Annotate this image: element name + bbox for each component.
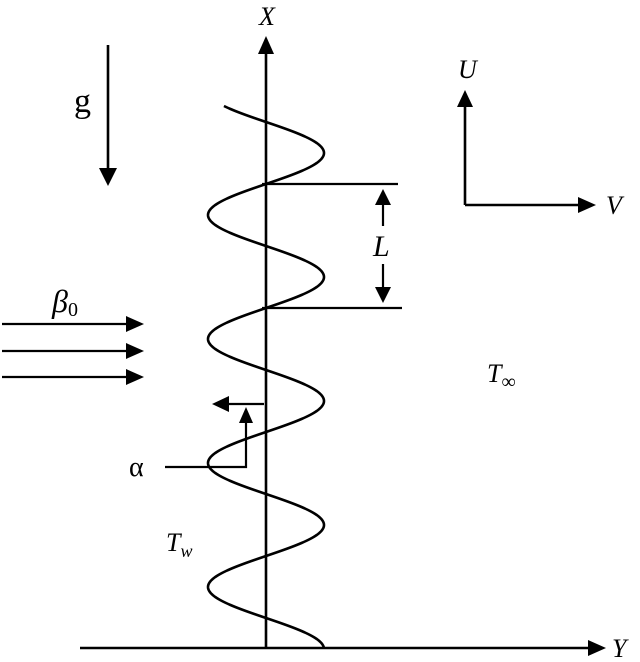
- x-axis-label: X: [258, 2, 276, 31]
- magnetic-field-arrowhead-1: [126, 316, 144, 332]
- v-velocity-arrowhead: [578, 197, 596, 213]
- gravity-arrowhead: [99, 168, 117, 186]
- amplitude-leader-line: [165, 421, 248, 469]
- v-velocity-label: V: [606, 191, 625, 220]
- u-velocity-label: U: [458, 55, 479, 84]
- ambient-temperature-subscript: ∞: [501, 371, 515, 393]
- ambient-temperature-symbol: T: [487, 359, 503, 388]
- y-axis-arrowhead: [588, 640, 606, 656]
- magnetic-field-symbol: β: [51, 283, 68, 319]
- wavelength-label: L: [372, 230, 390, 263]
- wavy-wall-surface: [206, 104, 326, 649]
- wall-temperature-label: Tw: [166, 528, 192, 561]
- magnetic-field-subscript: 0: [68, 299, 78, 321]
- magnetic-field-label: β0: [51, 283, 78, 321]
- gravity-label: g: [74, 83, 91, 120]
- u-velocity-arrowhead: [457, 90, 473, 107]
- wavelength-lower-arrowhead: [375, 287, 391, 303]
- ambient-temperature-label: T∞: [487, 359, 516, 393]
- wall-temperature-subscript: w: [180, 541, 192, 561]
- magnetic-field-arrowhead-2: [126, 343, 144, 359]
- amplitude-arrowhead: [212, 396, 229, 412]
- wall-temperature-symbol: T: [166, 528, 182, 557]
- amplitude-leader-arrowhead: [239, 407, 253, 423]
- amplitude-label: α: [129, 452, 144, 483]
- y-axis-label: Y: [612, 634, 629, 662]
- magnetic-field-arrowhead-3: [126, 369, 144, 385]
- x-axis-arrowhead: [258, 36, 274, 54]
- wavelength-upper-arrowhead: [375, 189, 391, 205]
